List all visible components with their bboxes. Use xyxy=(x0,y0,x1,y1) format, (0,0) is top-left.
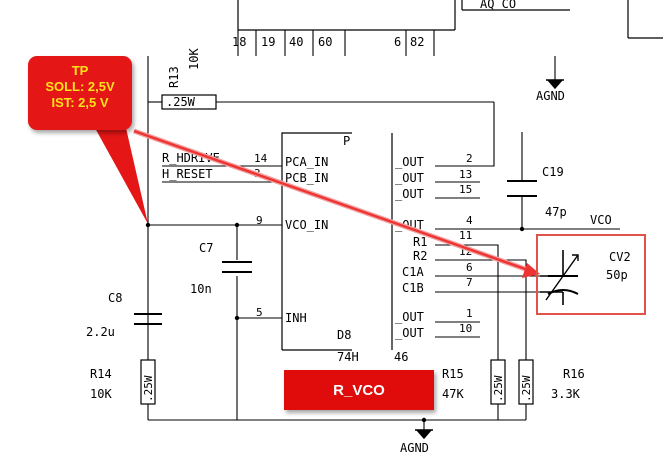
net-h-reset: H_RESET xyxy=(162,167,213,181)
r13-tolerance: .25W xyxy=(166,95,196,109)
pin-c1b: C1B xyxy=(402,281,424,295)
c7-ref: C7 xyxy=(199,241,213,255)
pin-out-15: _OUT xyxy=(395,187,424,201)
top-right-fragment-text: AQ CO xyxy=(480,0,516,11)
cv2-value: 50p xyxy=(606,268,628,282)
r-vco-badge: R_VCO xyxy=(284,370,434,410)
wires xyxy=(147,56,620,430)
junctions xyxy=(145,222,525,423)
pin-number: 14 xyxy=(254,152,268,165)
pin-out-2: _OUT xyxy=(395,155,424,169)
c7-value: 10n xyxy=(190,282,212,296)
pin-number: 10 xyxy=(459,322,472,335)
pin-number: 15 xyxy=(459,183,472,196)
r15-ref: R15 xyxy=(442,367,464,381)
pin-r2: R2 xyxy=(413,249,427,263)
r15-value: 47K xyxy=(442,387,464,401)
pin-number: 9 xyxy=(256,214,263,227)
bus-number: 60 xyxy=(318,35,332,49)
r16-ref: R16 xyxy=(563,367,585,381)
bus-pin-lines xyxy=(237,30,435,56)
bus-number: 82 xyxy=(410,35,424,49)
pin-number: 1 xyxy=(466,307,473,320)
r14-tolerance: .25W xyxy=(142,375,155,402)
pin-number: 7 xyxy=(466,276,473,289)
capacitor-c7 xyxy=(222,261,252,273)
ic-name-74: 74H xyxy=(337,350,359,364)
resistor-r16: .25W xyxy=(518,359,534,405)
resistor-r15: .25W xyxy=(490,359,506,405)
c8-value: 2.2u xyxy=(86,325,115,339)
r13-value: 10K xyxy=(187,48,201,70)
pin-vco-in: VCO_IN xyxy=(285,218,328,232)
pin-inh: INH xyxy=(285,311,307,325)
annotation-arrows xyxy=(95,128,540,278)
r15-tolerance: .25W xyxy=(492,375,505,402)
capacitor-c19 xyxy=(507,180,537,197)
callout-ist-label: IST: 2,5 V xyxy=(51,95,109,110)
bus-number: 40 xyxy=(289,35,303,49)
resistor-r14: .25W xyxy=(140,359,156,405)
r14-value: 10K xyxy=(90,387,112,401)
pin-out-10: _OUT xyxy=(395,326,424,340)
callout-soll-label: SOLL: 2,5V xyxy=(45,79,115,94)
ic-name-46: 46 xyxy=(394,350,408,364)
r16-tolerance: .25W xyxy=(520,375,533,402)
capacitor-c8 xyxy=(134,313,162,325)
pin-number: 13 xyxy=(459,168,472,181)
r16-value: 3.3K xyxy=(551,387,581,401)
pin-number: 5 xyxy=(256,306,263,319)
pin-number: 4 xyxy=(466,214,473,227)
test-point-callout: TP SOLL: 2,5V IST: 2,5 V xyxy=(28,56,132,130)
net-vco: VCO xyxy=(590,213,612,227)
pin-r1: R1 xyxy=(413,235,427,249)
agnd-symbol-top xyxy=(546,79,564,90)
pin-pcb-in: PCB_IN xyxy=(285,171,328,185)
c8-ref: C8 xyxy=(108,291,122,305)
pin-c1a: C1A xyxy=(402,265,424,279)
bus-number: 6 xyxy=(394,35,401,49)
pin-out-1: _OUT xyxy=(395,310,424,324)
r13-ref: R13 xyxy=(167,66,181,88)
pin-out-13: _OUT xyxy=(395,171,424,185)
agnd-label-bottom: AGND xyxy=(400,441,429,455)
r14-ref: R14 xyxy=(90,367,112,381)
c19-value: 47p xyxy=(545,205,567,219)
resistor-r13: .25W R13 10K xyxy=(161,48,217,110)
bus-number: 18 xyxy=(232,35,246,49)
top-ic-fragment xyxy=(237,0,663,39)
pin-number: 6 xyxy=(466,261,473,274)
ic-74hc4046 xyxy=(281,132,393,351)
bus-pin-numbers: 18 19 40 60 6 82 xyxy=(232,35,424,49)
trimmer-capacitor-cv2 xyxy=(540,250,579,305)
agnd-symbol-bottom xyxy=(415,429,433,440)
ic-name-d8: D8 xyxy=(337,328,351,342)
pin-pca-in: PCA_IN xyxy=(285,155,328,169)
cv2-ref: CV2 xyxy=(609,250,631,264)
cv2-highlight-box xyxy=(536,234,646,315)
pin-number: 11 xyxy=(459,229,472,242)
callout-tp-label: TP xyxy=(71,63,89,78)
bus-number: 19 xyxy=(261,35,275,49)
c19-ref: C19 xyxy=(542,165,564,179)
pin-number: 2 xyxy=(466,152,473,165)
agnd-label-top: AGND xyxy=(536,89,565,103)
ic-name-top: P xyxy=(343,134,350,148)
